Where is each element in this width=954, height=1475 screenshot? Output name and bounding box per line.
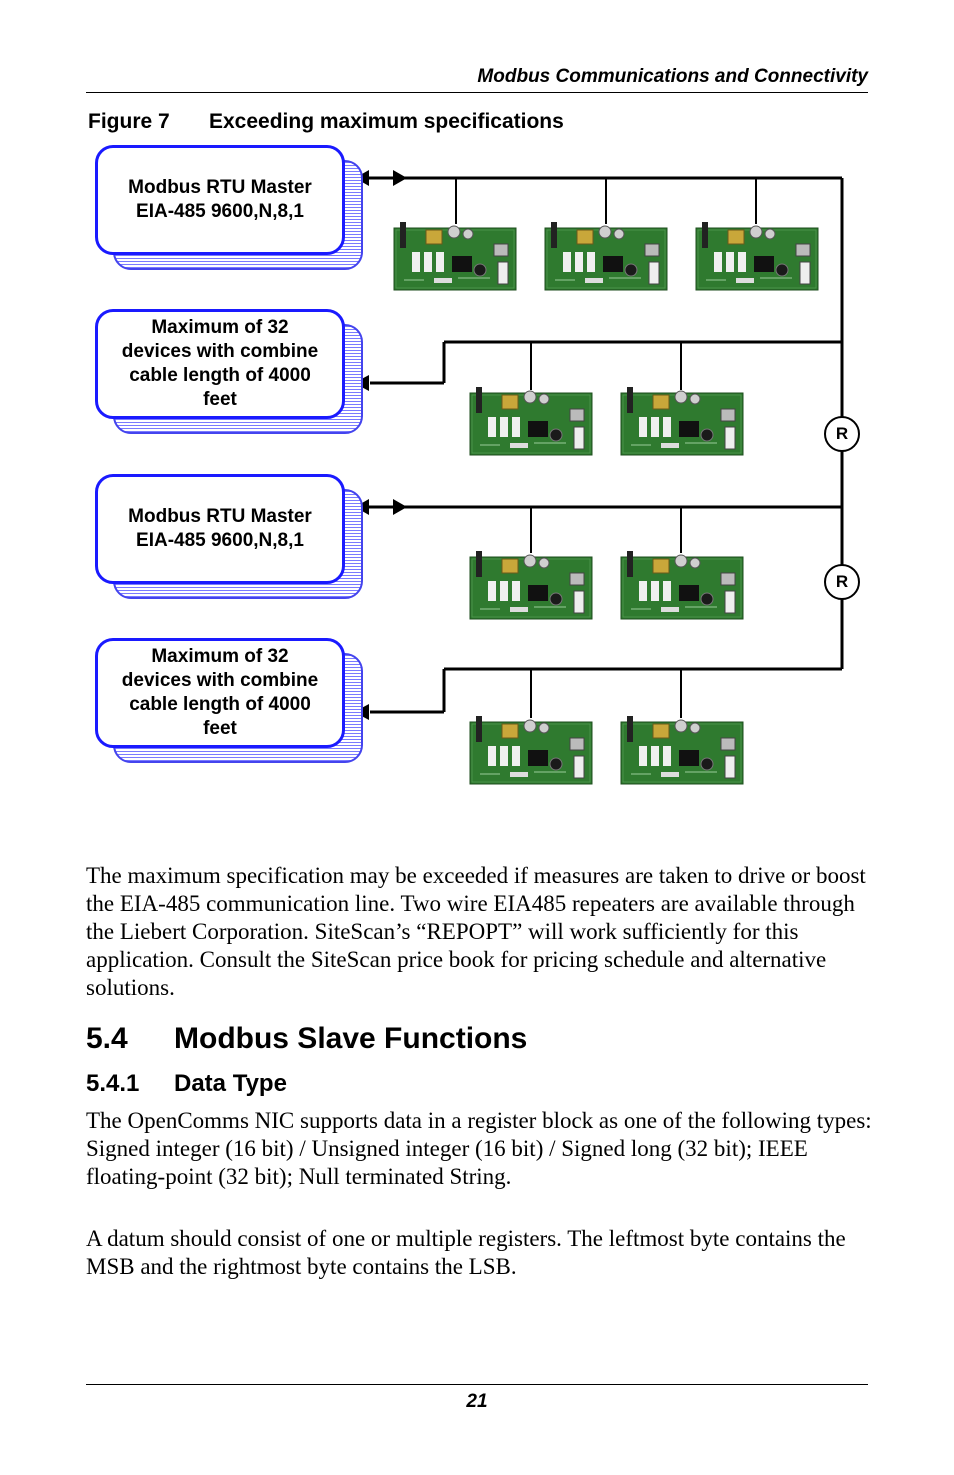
repeater-node-1: R xyxy=(824,416,860,452)
max-devices-box-2: Maximum of 32 devices with combine cable l… xyxy=(95,638,345,748)
figure-title: Exceeding maximum specifications xyxy=(209,110,564,133)
box-line: cable length of 4000 xyxy=(129,365,311,386)
header-rule xyxy=(86,92,868,93)
section-number: 5.4 xyxy=(86,1022,128,1055)
footer-rule xyxy=(86,1384,868,1385)
figure-number: Figure 7 xyxy=(88,110,170,133)
box-line: devices with combine xyxy=(121,341,319,362)
page-number: 21 xyxy=(466,1391,488,1412)
section-heading: 5.4 Modbus Slave Functions xyxy=(86,1022,527,1056)
box-line: devices with combine xyxy=(121,670,319,691)
box-line: Modbus RTU Master xyxy=(128,177,312,198)
paragraph-repeaters: The maximum specification may be exceede… xyxy=(86,863,866,1000)
running-header: Modbus Communications and Connectivity xyxy=(477,66,868,87)
figure-caption: Figure 7 Exceeding maximum specifications xyxy=(88,110,564,134)
box-line: Modbus RTU Master xyxy=(128,506,312,527)
box-line: cable length of 4000 xyxy=(129,694,311,715)
section-title: Modbus Slave Functions xyxy=(174,1022,528,1055)
paragraph-byte-order: A datum should consist of one or multipl… xyxy=(86,1226,846,1279)
box-line: Maximum of 32 xyxy=(151,646,289,667)
box-line: EIA-485 9600,N,8,1 xyxy=(136,530,304,551)
box-line: feet xyxy=(203,389,237,410)
box-line: Maximum of 32 xyxy=(151,317,289,338)
paragraph-data-types: The OpenComms NIC supports data in a reg… xyxy=(86,1108,872,1189)
box-line: feet xyxy=(203,718,237,739)
subsection-title: Data Type xyxy=(174,1070,287,1097)
max-devices-box-1: Maximum of 32 devices with combine cable l… xyxy=(95,309,345,419)
subsection-heading: 5.4.1 Data Type xyxy=(86,1070,287,1098)
network-diagram xyxy=(354,170,844,785)
subsection-number: 5.4.1 xyxy=(86,1070,140,1097)
box-line: EIA-485 9600,N,8,1 xyxy=(136,201,304,222)
repeater-node-2: R xyxy=(824,564,860,600)
